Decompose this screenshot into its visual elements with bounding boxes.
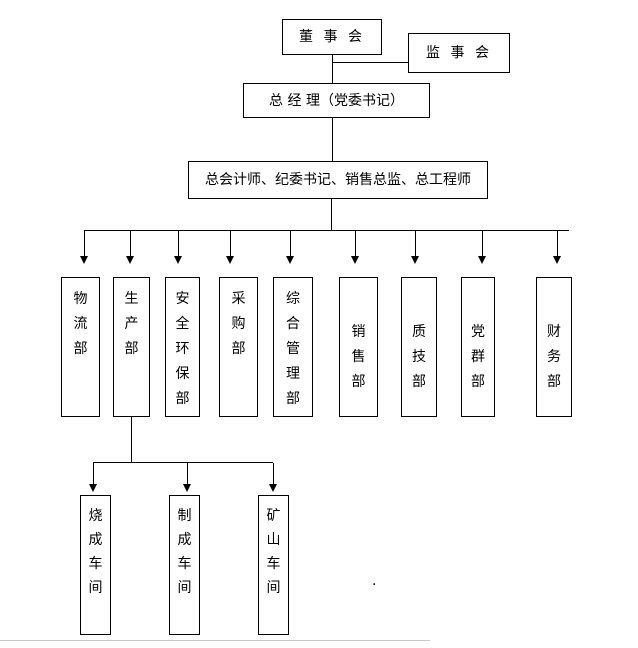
node-dept-logistics: 物流部	[61, 277, 100, 417]
workshop-label: 矿山车间	[266, 508, 281, 596]
node-dept-safety-environment: 安全环保部	[165, 277, 200, 417]
dept-label: 综合管理部	[286, 291, 300, 407]
node-supervisory-board: 监 事 会	[408, 33, 510, 73]
node-workshop-mining: 矿山车间	[258, 495, 289, 635]
arrowhead-icon	[269, 484, 277, 492]
connector-executives-to-bus	[331, 199, 332, 231]
arrowhead-icon	[553, 256, 561, 264]
node-workshop-sintering: 烧成车间	[80, 495, 111, 635]
arrow-to-sales	[351, 231, 359, 264]
node-executives-bar: 总会计师、纪委书记、销售总监、总工程师	[188, 161, 488, 199]
arrow-to-finishing-workshop	[183, 463, 191, 492]
arrow-to-production	[126, 231, 134, 264]
dept-label: 采购部	[231, 291, 246, 357]
dept-label: 财务部	[547, 324, 561, 390]
arrowhead-icon	[226, 256, 234, 264]
connector-department-bus	[84, 230, 569, 231]
dept-label: 党群部	[471, 324, 485, 390]
arrow-to-general-management	[286, 231, 294, 264]
dept-label: 质技部	[412, 324, 426, 390]
arrowhead-icon	[286, 256, 294, 264]
connector-gm-to-executives	[332, 118, 333, 161]
node-dept-purchasing: 采购部	[219, 277, 258, 417]
node-dept-production: 生产部	[113, 277, 150, 417]
arrow-to-quality-tech	[411, 231, 419, 264]
arrowhead-icon	[351, 256, 359, 264]
arrowhead-icon	[174, 256, 182, 264]
arrow-to-purchasing	[226, 231, 234, 264]
node-dept-general-management: 综合管理部	[273, 277, 313, 417]
workshop-label: 烧成车间	[88, 508, 103, 596]
dept-label: 销售部	[351, 324, 366, 390]
dept-label: 安全环保部	[175, 291, 190, 407]
arrowhead-icon	[126, 256, 134, 264]
node-dept-sales: 销售部	[339, 277, 378, 417]
arrow-to-sintering-workshop	[89, 463, 97, 492]
arrowhead-icon	[183, 484, 191, 492]
arrow-to-finance	[553, 231, 561, 264]
node-dept-finance: 财务部	[536, 277, 572, 417]
connector-production-to-sub-bus	[131, 417, 132, 462]
dept-label: 物流部	[73, 291, 88, 357]
connector-workshop-bus	[93, 462, 273, 463]
arrow-to-safety-environment	[174, 231, 182, 264]
connector-to-supervisory-board	[332, 62, 408, 63]
page-edge-line	[0, 640, 430, 641]
arrow-to-party-mass	[478, 231, 486, 264]
dept-label: 生产部	[124, 291, 139, 357]
arrowhead-icon	[80, 256, 88, 264]
connector-board-to-gm	[332, 55, 333, 83]
arrowhead-icon	[478, 256, 486, 264]
node-general-manager: 总 经 理（党委书记）	[243, 83, 430, 118]
node-dept-party-mass: 党群部	[461, 277, 495, 417]
arrow-to-mining-workshop	[269, 463, 277, 492]
arrowhead-icon	[89, 484, 97, 492]
arrow-to-logistics	[80, 231, 88, 264]
workshop-label: 制成车间	[177, 508, 192, 596]
node-workshop-finishing: 制成车间	[169, 495, 200, 635]
node-board-of-directors: 董 事 会	[282, 19, 382, 55]
stray-dot: .	[372, 573, 377, 589]
arrowhead-icon	[411, 256, 419, 264]
node-dept-quality-tech: 质技部	[401, 277, 437, 417]
